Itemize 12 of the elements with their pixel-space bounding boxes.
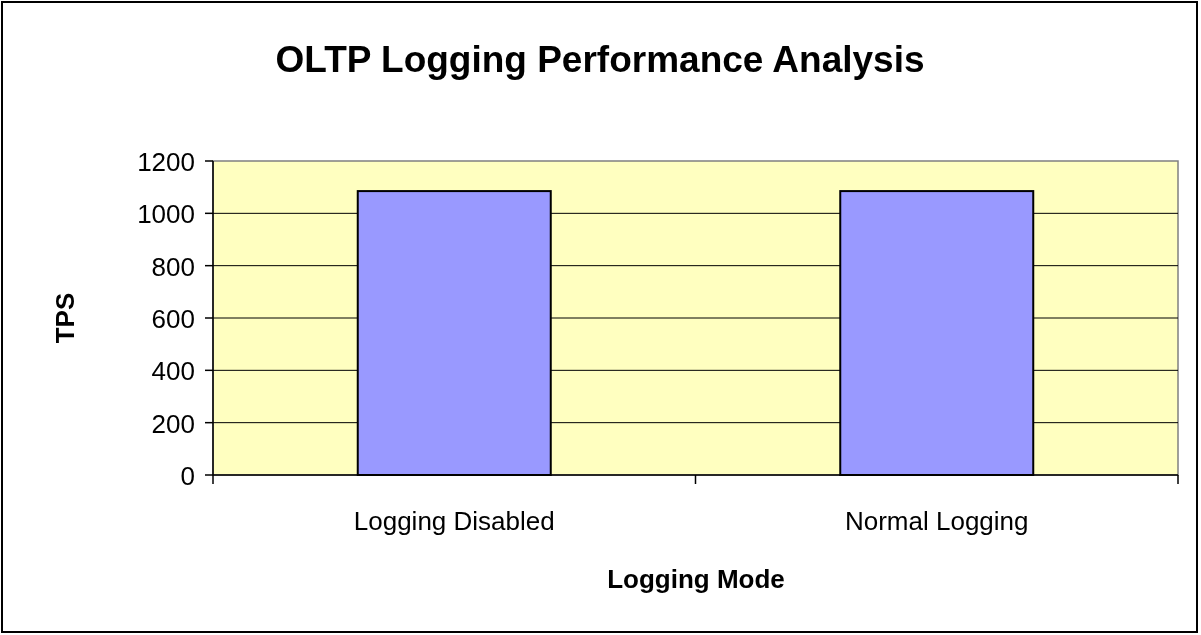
axis-tick-label: 0 bbox=[180, 461, 195, 491]
axis-tick-label: 400 bbox=[151, 356, 195, 387]
axis-tick-label: Logging Disabled bbox=[353, 506, 555, 536]
axis-tick-label: 1200 bbox=[137, 147, 195, 177]
axis-title: TPS bbox=[50, 292, 80, 344]
axis-tick-label: 200 bbox=[151, 408, 195, 439]
axis-tick-label: 1000 bbox=[137, 199, 195, 230]
axis-title: Logging Mode bbox=[607, 564, 785, 594]
axis-tick-label: 800 bbox=[151, 251, 195, 282]
axis-tick-label: 600 bbox=[151, 304, 195, 334]
chart-title: OLTP Logging Performance Analysis bbox=[275, 39, 925, 80]
axis-tick-label: Normal Logging bbox=[844, 506, 1029, 536]
